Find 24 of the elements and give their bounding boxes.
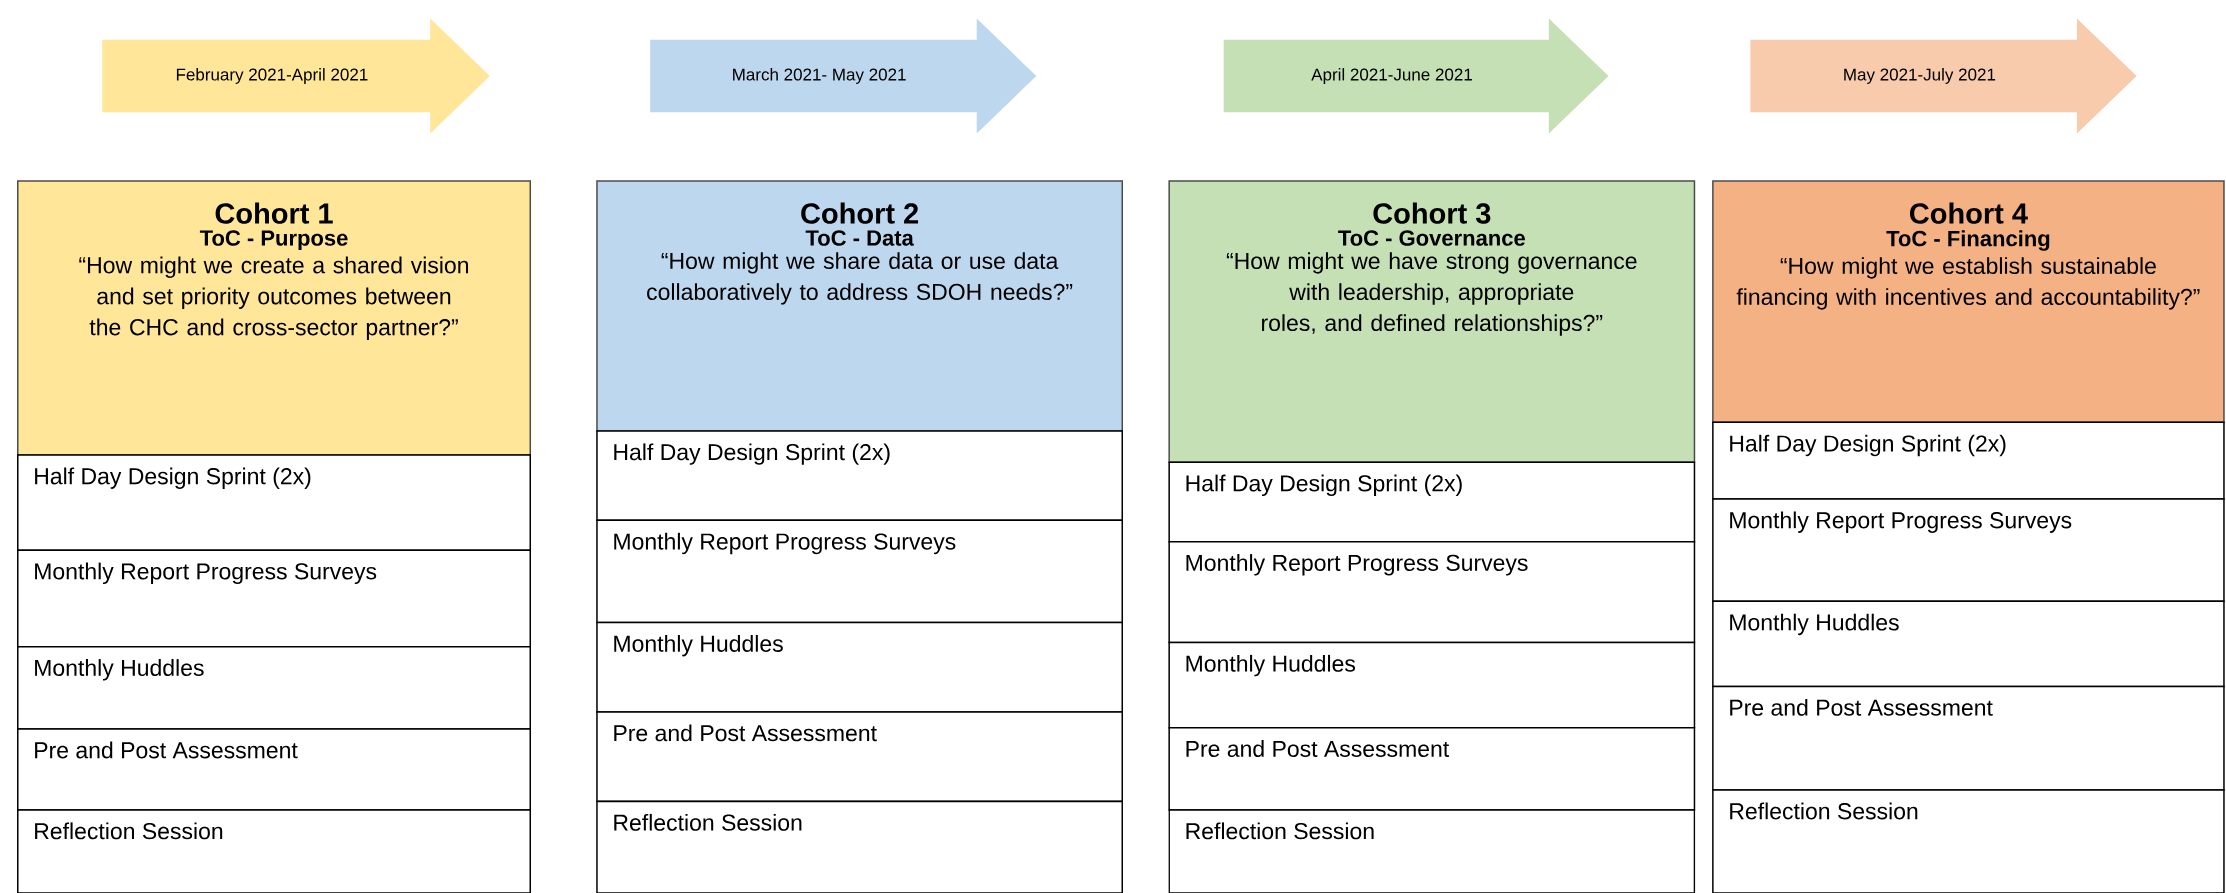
- activity-row: Reflection Session: [596, 800, 1123, 893]
- activity-row: Monthly Huddles: [17, 645, 531, 730]
- activity-row: Half Day Design Sprint (2x): [1168, 461, 1696, 543]
- activity-row: Pre and Post Assessment: [596, 711, 1123, 803]
- activity-row: Monthly Huddles: [1712, 600, 2225, 688]
- cohort-header: Cohort 2 ToC - Data “How might we share data or use data collaboratively to address SDOH needs?”: [596, 180, 1123, 432]
- activity-row: Monthly Huddles: [596, 621, 1123, 713]
- cohort-header: Cohort 4 ToC - Financing “How might we establish sustainable financing with incentives and accountability?”: [1712, 180, 2225, 424]
- activity-row: Reflection Session: [1712, 789, 2225, 893]
- activity-row: Pre and Post Assessment: [1168, 726, 1696, 811]
- activity-row: Monthly Report Progress Surveys: [596, 519, 1123, 624]
- activity-row: Half Day Design Sprint (2x): [1712, 421, 2225, 500]
- activity-row: Pre and Post Assessment: [1712, 685, 2225, 791]
- cohort-header: Cohort 3 ToC - Governance “How might we have strong governance with leadership, appropriate roles, and defined relationships?”: [1168, 180, 1696, 463]
- activity-row: Reflection Session: [17, 809, 531, 893]
- activity-row: Half Day Design Sprint (2x): [17, 454, 531, 551]
- activity-row: Monthly Huddles: [1168, 641, 1696, 729]
- activity-row: Monthly Report Progress Surveys: [17, 549, 531, 648]
- activity-row: Pre and Post Assessment: [17, 728, 531, 811]
- activity-row: Half Day Design Sprint (2x): [596, 430, 1123, 522]
- activity-row: Monthly Report Progress Surveys: [1168, 540, 1696, 644]
- activity-row: Reflection Session: [1168, 809, 1696, 893]
- cohort-header: Cohort 1 ToC - Purpose “How might we create a shared vision and set priority outcomes between the CHC and cross-sector partner?”: [17, 180, 531, 456]
- activity-row: Monthly Report Progress Surveys: [1712, 498, 2225, 602]
